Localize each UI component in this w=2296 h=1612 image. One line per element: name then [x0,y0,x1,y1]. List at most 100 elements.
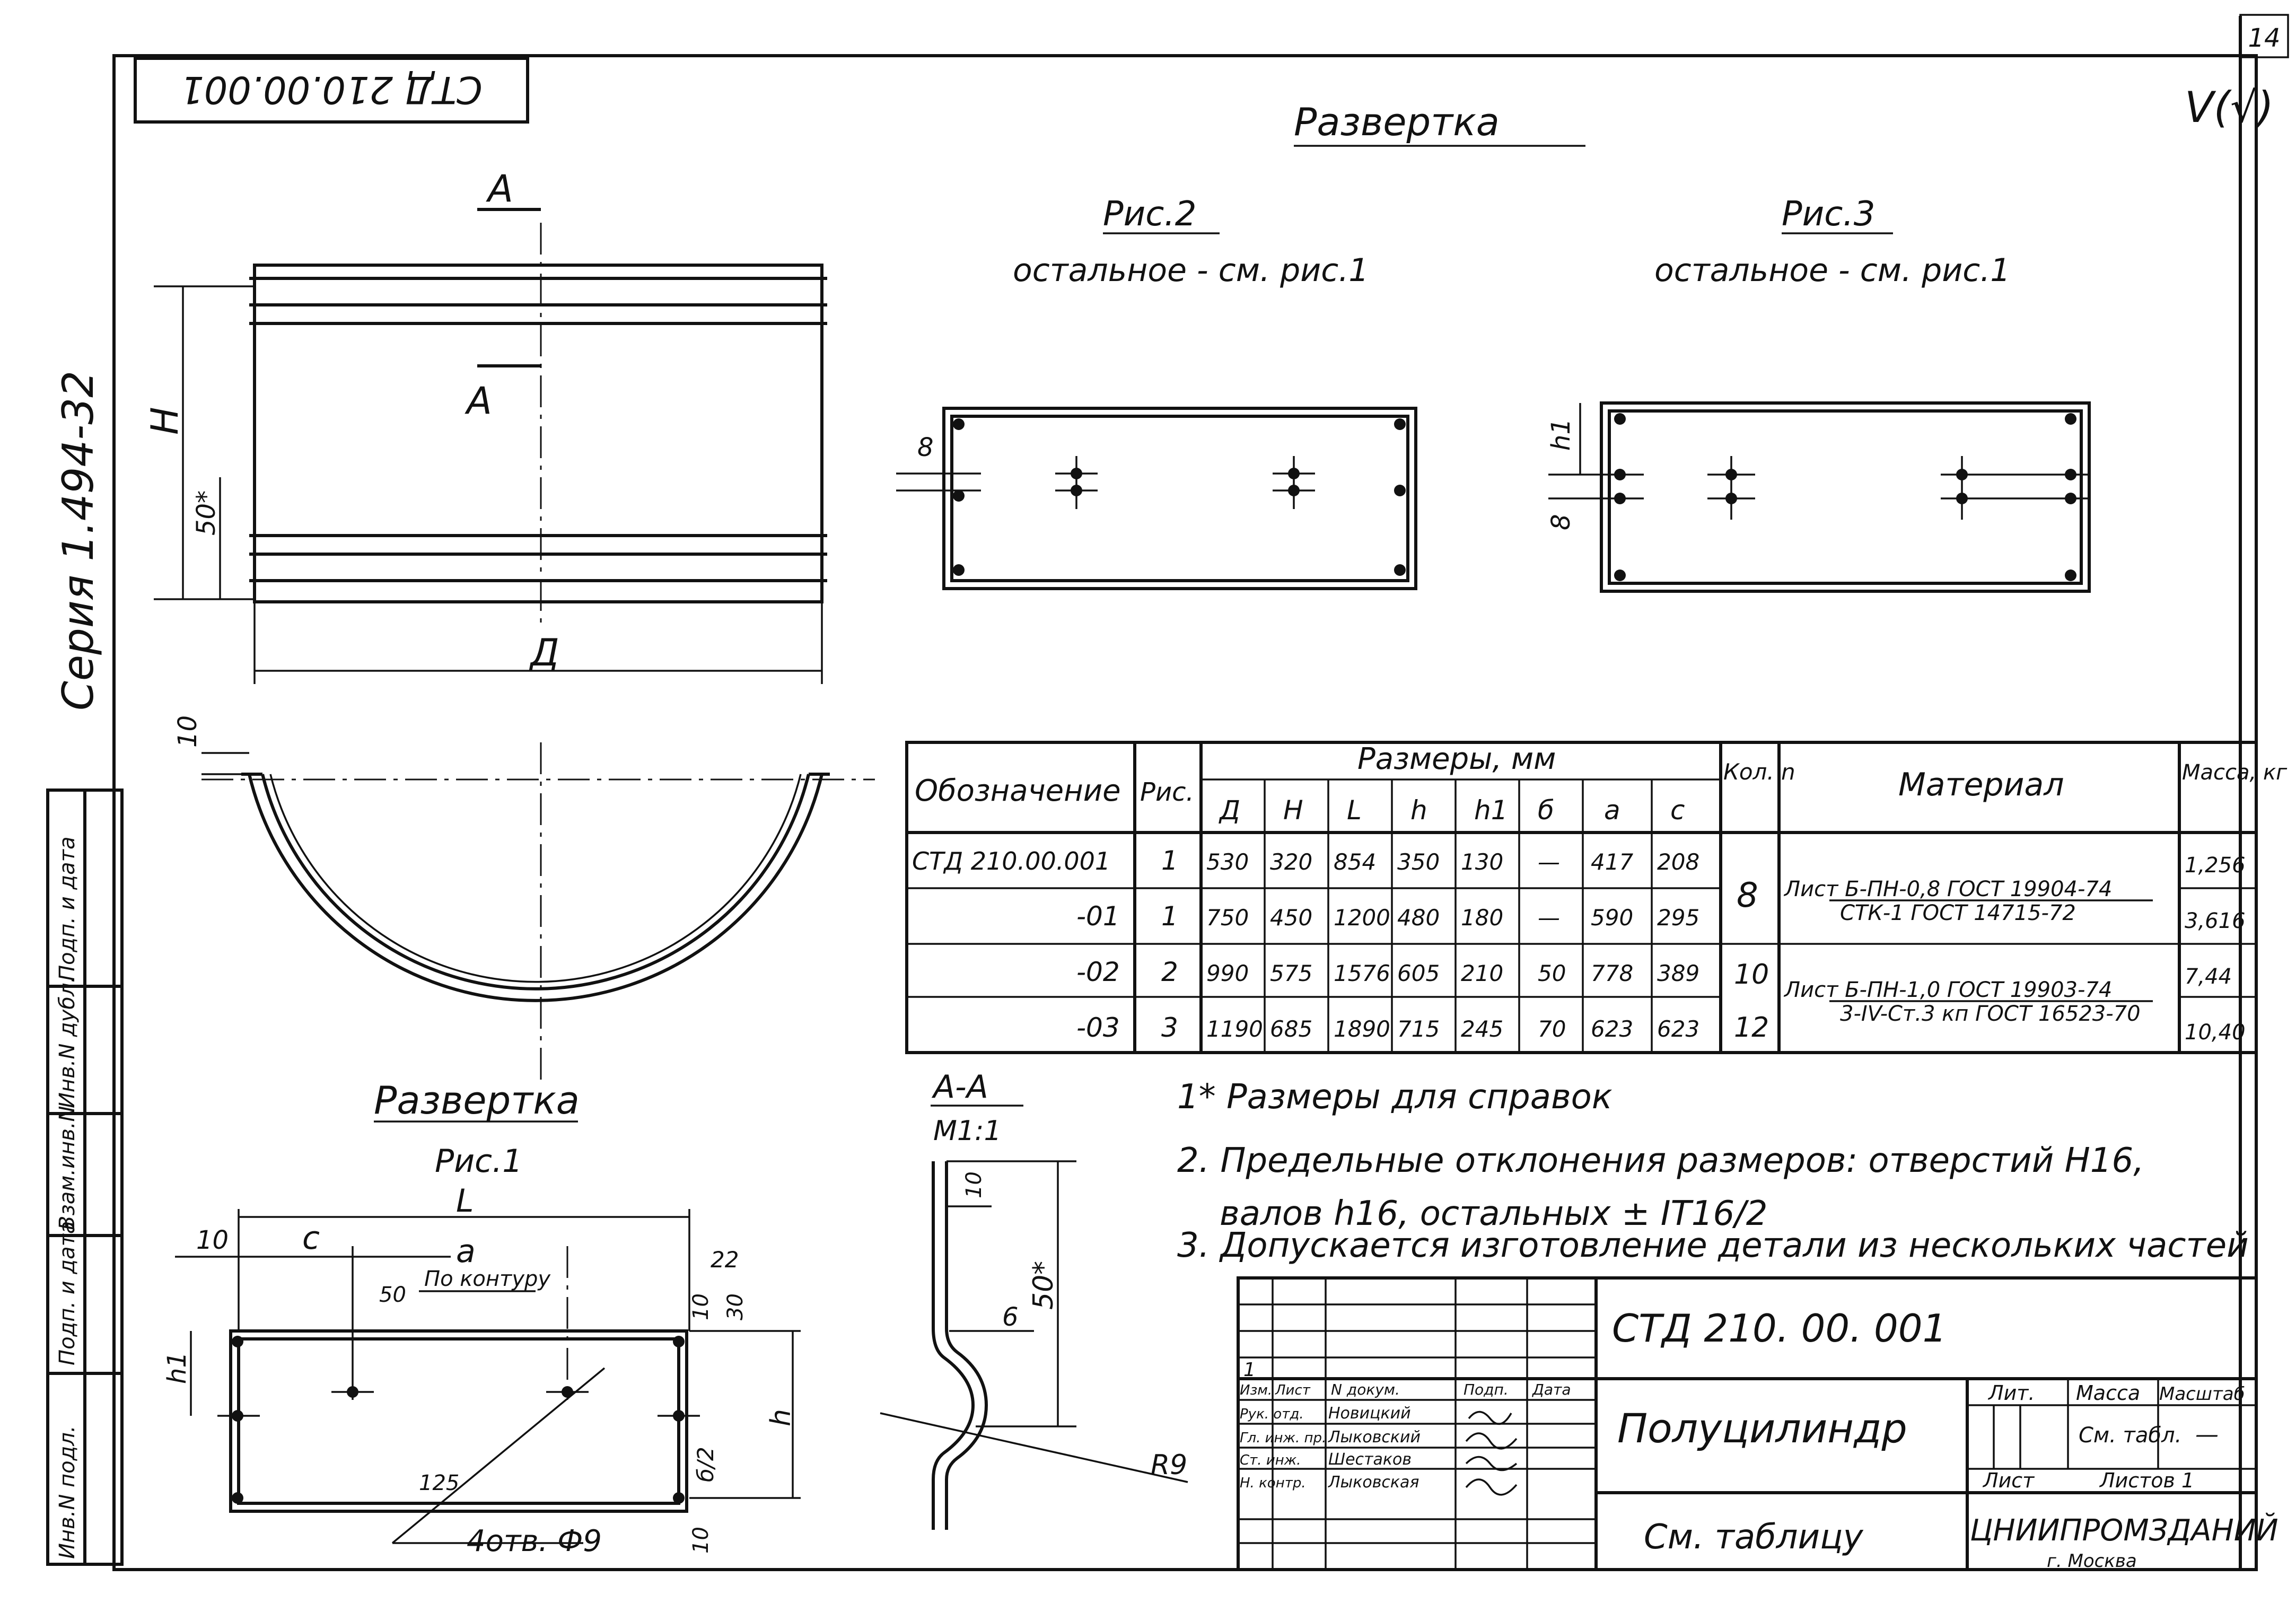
stamp-replace: Взам.инв.N [55,1106,80,1230]
cell: 208 [1657,849,1699,875]
cell: 417 [1591,849,1633,875]
cell: 854 [1334,849,1376,875]
section-mark-bottom: А [465,379,492,423]
contour-label: По контуру [424,1267,551,1291]
col-fig: Рис. [1140,777,1194,807]
row-designation: -01 [1076,901,1120,932]
row-designation: СТД 210.00.001 [912,847,1110,875]
tb-person: Новицкий [1328,1404,1411,1423]
cell: 450 [1270,905,1312,931]
cell: 575 [1270,960,1312,986]
row-fig: 3 [1161,1012,1178,1043]
sheet-number-box [2239,14,2289,58]
row-fig: 1 [1161,901,1178,932]
sheet-number: 14 [2248,23,2280,53]
cell: 605 [1397,960,1440,986]
row-fig: 2 [1161,957,1178,987]
stamp-dup: Инв.N дубл. [55,976,80,1108]
section-R9: R9 [1151,1449,1187,1481]
holes-note: 4отв. Ф9 [467,1524,602,1558]
qty-8: 8 [1737,876,1758,915]
dim-10-left: 10 [196,1225,229,1255]
tb-role: Н. контр. [1240,1475,1306,1491]
sub-c: с [1670,795,1685,826]
tb-listov: Листов 1 [2099,1469,2194,1492]
material-2a: Лист Б-ПН-1,0 ГОСТ 19903-74 [1783,978,2112,1002]
dimension-table: Обозначение Рис. Размеры, мм Кол. n Мате… [905,741,2288,1054]
sub-D: Д [1219,795,1240,826]
cell: 750 [1206,905,1249,931]
cell: 180 [1461,905,1503,931]
fig1-dim-h1: h1 [162,1352,192,1384]
cell: 1890 [1334,1016,1390,1042]
title-block: СТД 210. 00. 001 Полуцилиндр См. таблицу… [1237,1276,2279,1572]
tb-role: Гл. инж. пр. [1240,1430,1326,1446]
cell: 50 [1538,960,1566,986]
development-title: Развертка [1294,100,1500,144]
cell: 130 [1461,849,1503,875]
fig2-dim-8: 8 [917,433,934,462]
stamp-inv: Инв.N подл. [55,1425,80,1559]
fig1-development: Развертка Рис.1 L 10 с а По контуру 50 2… [162,1078,801,1558]
fig2-title: Рис.2 [1103,195,1196,234]
fig3-note: остальное - см. рис.1 [1654,252,2010,289]
signature-mark [1465,1456,1518,1471]
section-dim-6: 6 [1002,1302,1019,1332]
tb-rev: 1 [1243,1359,1256,1381]
cell: 1576 [1334,960,1390,986]
tb-head-cell: Изм. [1240,1382,1272,1398]
tb-head-cell: Лист [1275,1382,1311,1398]
fig2-view: Рис.2 остальное - см. рис.1 8 [896,195,1417,590]
cell: 715 [1397,1016,1440,1042]
section-mark-top: А [486,167,513,211]
cell: 990 [1206,960,1249,986]
row-mass: 1,256 [2185,853,2246,878]
fig1-dim-h: h [765,1409,797,1426]
notes: 1* Размеры для справок 2. Предельные отк… [1177,1077,2249,1265]
tb-person: Лыковский [1328,1428,1421,1447]
left-stamp-strip: Инв.N подл. Подп. и дата Взам.инв.N Инв.… [46,789,124,1566]
section-scale: М1:1 [933,1115,1002,1147]
plan-view: 10 [173,715,875,1082]
cell: 295 [1657,905,1699,931]
corner-mark: V(√) [2185,83,2274,132]
row-designation: -02 [1076,957,1120,987]
qty-10: 10 [1734,959,1769,991]
table-row: СТД 210.00.001 1 530 320 854 350 130 — 4… [912,845,2246,878]
section-AA: А-А М1:1 10 50* 6 R9 [880,1068,1188,1530]
designation-stamp: СТД 210.00.001 [180,68,482,111]
cell: 685 [1270,1016,1312,1042]
fig3-view: Рис.3 остальное - см. рис.1 h1 8 [1546,195,2091,593]
doc-number: СТД 210. 00. 001 [1612,1306,1947,1351]
material-1a: Лист Б-ПН-0,8 ГОСТ 19904-74 [1783,877,2112,901]
part-name: Полуцилиндр [1617,1405,1907,1452]
material-2b: 3-IV-Ст.3 кп ГОСТ 16523-70 [1840,1002,2141,1026]
sub-b: б [1538,795,1554,826]
dim-H: Н [143,407,187,435]
col-material: Материал [1898,766,2064,803]
cell: 1200 [1334,905,1390,931]
cell: 778 [1591,960,1633,986]
signature-mark [1465,1478,1518,1496]
table-row: -01 1 750 450 1200 480 180 — 590 295 3,6… [1076,901,2246,933]
row-mass: 3,616 [2185,909,2246,933]
signature-mark [1468,1410,1512,1425]
cell: 1190 [1206,1016,1263,1042]
tb-person: Шестаков [1328,1450,1412,1469]
series-label: Серия 1.494-32 [54,371,103,711]
sub-h: h [1410,795,1427,826]
col-mass: Масса, кг [2182,760,2288,785]
section-dim-10: 10 [962,1171,986,1198]
note-2: 2. Предельные отклонения размеров: отвер… [1177,1141,2144,1180]
tb-massa: Масса [2076,1381,2140,1405]
fig3-title: Рис.3 [1782,195,1875,234]
cell: 530 [1206,849,1249,875]
tb-mass-val: См. табл. [2079,1423,2181,1448]
tb-lit: Лит. [1987,1381,2035,1405]
dim-50-star: 50* [191,490,221,536]
table-row: -03 3 1190 685 1890 715 245 70 623 623 1… [1076,1012,2246,1045]
cell: — [1538,849,1560,875]
row-mass: 7,44 [2185,965,2232,989]
razvertka-title: Развертка [374,1078,580,1123]
